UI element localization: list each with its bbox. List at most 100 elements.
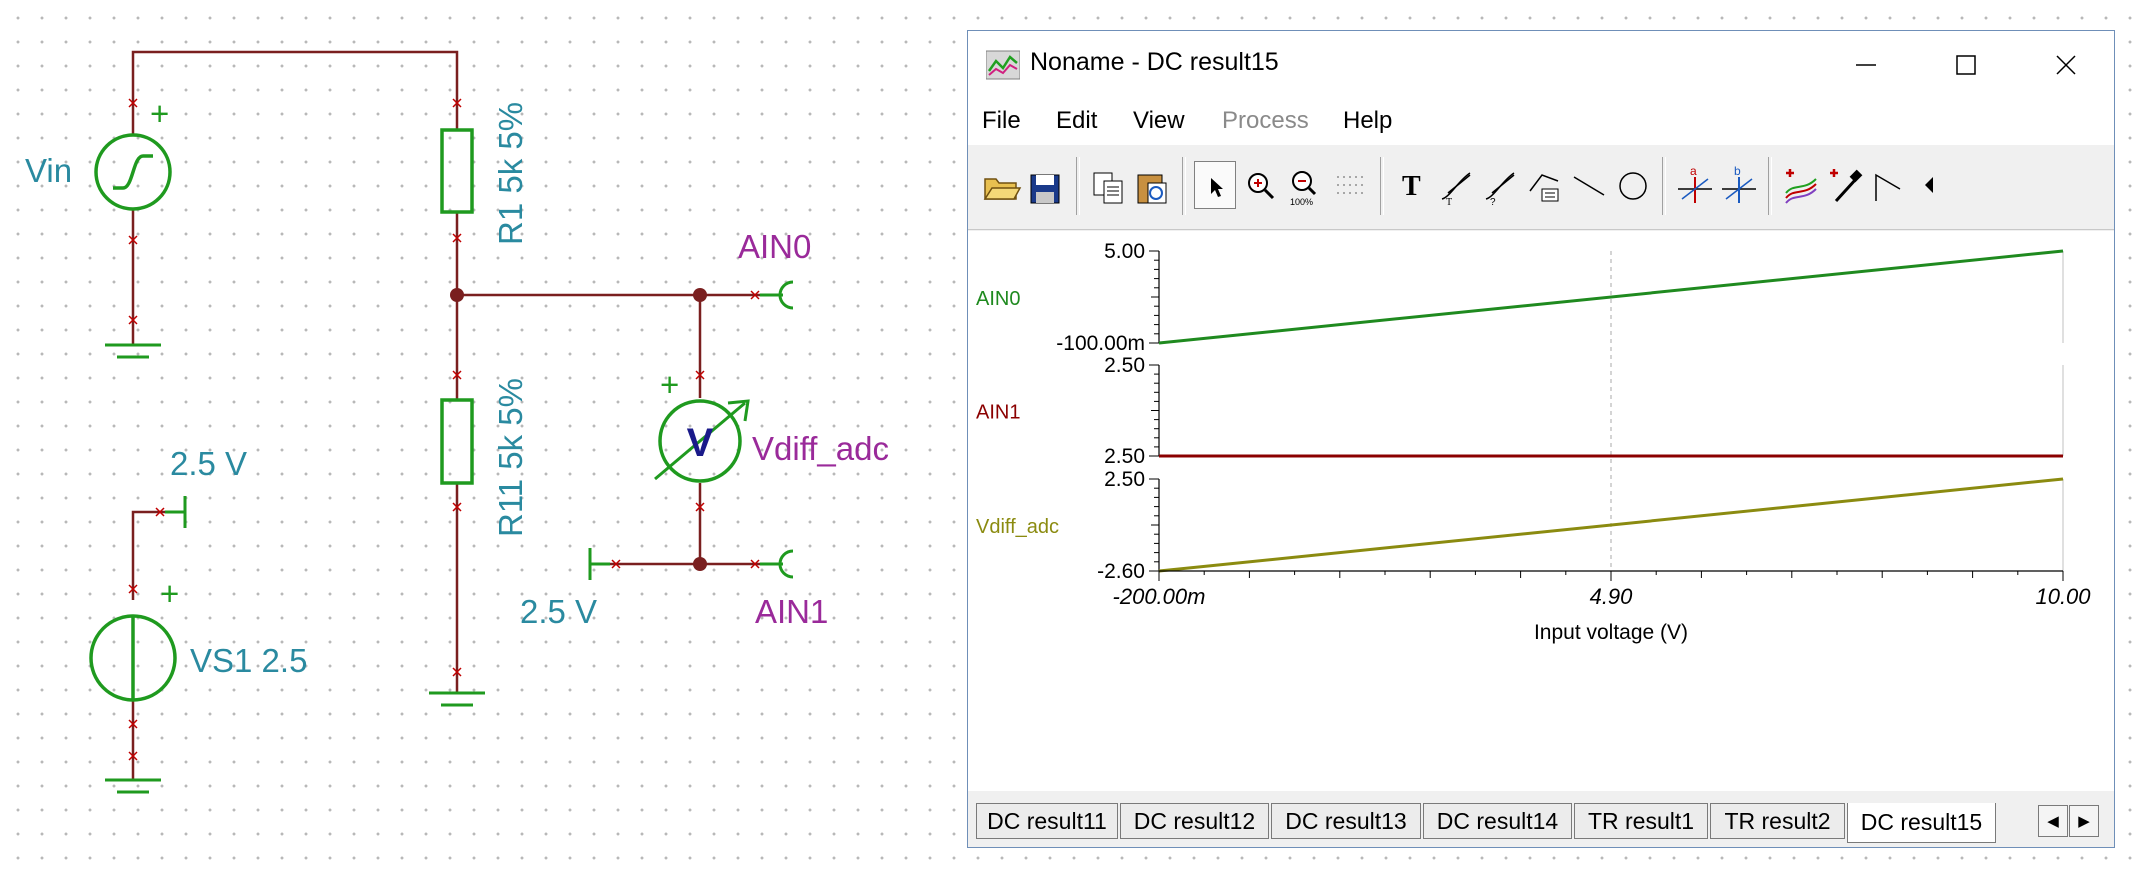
copy-icon bbox=[1093, 172, 1123, 204]
r1-resistor[interactable] bbox=[440, 128, 474, 214]
arrow-right-icon: ▶ bbox=[2078, 813, 2090, 830]
text-icon: T bbox=[1402, 171, 1421, 202]
menu-edit[interactable]: Edit bbox=[1056, 107, 1098, 134]
tab-tr-result2[interactable]: TR result2 bbox=[1710, 803, 1845, 839]
tab-dc-result15[interactable]: DC result15 bbox=[1847, 803, 1996, 843]
curve-label-icon: T bbox=[1441, 172, 1471, 208]
pointer-icon bbox=[1211, 178, 1223, 197]
toolbar-scroll-left[interactable] bbox=[1918, 161, 1940, 209]
cursor-a-button[interactable]: a bbox=[1674, 161, 1716, 209]
tab-scroll-left-button[interactable]: ◀ bbox=[2038, 805, 2068, 837]
ellipse-button[interactable] bbox=[1612, 161, 1654, 209]
ain1-terminal[interactable] bbox=[760, 549, 794, 579]
pointer-button[interactable] bbox=[1194, 161, 1236, 209]
pointer-arrow-button[interactable] bbox=[1868, 161, 1910, 209]
ground-symbol bbox=[429, 691, 485, 707]
arrow-left-icon: ◀ bbox=[2047, 813, 2059, 830]
y-tick-label: 2.50 bbox=[1104, 354, 1145, 377]
junction-dot bbox=[693, 557, 707, 571]
voltmeter-v-glyph: V bbox=[687, 421, 714, 465]
ground-symbol bbox=[105, 778, 161, 794]
text-button[interactable]: T bbox=[1392, 161, 1434, 209]
x-tick-label: -200.00m bbox=[1113, 584, 1206, 609]
dc-result-chart[interactable]: 5.00-100.00mAIN02.502.50AIN12.50-2.60Vdi… bbox=[968, 231, 2114, 791]
add-curve-button[interactable] bbox=[1780, 161, 1822, 209]
menu-bar: File Edit View Process Help bbox=[968, 99, 2114, 145]
voltmeter-symbol[interactable] bbox=[654, 399, 750, 483]
pin-markers bbox=[128, 98, 760, 761]
tab-dc-result12[interactable]: DC result12 bbox=[1120, 803, 1269, 839]
menu-help[interactable]: Help bbox=[1343, 107, 1393, 134]
y-tick-label: -2.60 bbox=[1097, 560, 1145, 583]
tab-dc-result13[interactable]: DC result13 bbox=[1271, 803, 1421, 839]
ain0-label: AIN0 bbox=[738, 228, 811, 265]
copy-button[interactable] bbox=[1088, 161, 1130, 209]
paste-button[interactable] bbox=[1132, 161, 1174, 209]
bottom-ref-label: 2.5 V bbox=[520, 593, 597, 630]
maximize-button[interactable] bbox=[1916, 31, 2016, 99]
y-tick-label: -100.00m bbox=[1056, 332, 1145, 355]
tab-dc-result11[interactable]: DC result11 bbox=[976, 803, 1118, 839]
voltmeter-label: Vdiff_adc bbox=[752, 430, 889, 467]
y-tick-label: 2.50 bbox=[1104, 445, 1145, 468]
cursor-b-button[interactable]: b bbox=[1718, 161, 1760, 209]
close-button[interactable] bbox=[2016, 31, 2116, 99]
close-icon bbox=[2056, 55, 2076, 75]
menu-file[interactable]: File bbox=[982, 107, 1021, 134]
ain0-terminal[interactable] bbox=[760, 280, 794, 310]
zoom-100-icon: 100% bbox=[1290, 171, 1317, 207]
vin-source-symbol[interactable] bbox=[94, 133, 172, 211]
svg-text:b: b bbox=[1734, 164, 1741, 178]
tab-dc-result14[interactable]: DC result14 bbox=[1423, 803, 1572, 839]
window-title: Noname - DC result15 bbox=[1030, 48, 1279, 76]
ain1-label: AIN1 bbox=[755, 593, 828, 630]
vs1-plus-sign: + bbox=[160, 575, 179, 612]
junction-dot bbox=[693, 288, 707, 302]
cursor-b-icon: b bbox=[1722, 164, 1756, 203]
toolbar: 100% T T ? a b bbox=[968, 145, 2114, 230]
minimize-button[interactable] bbox=[1816, 31, 1916, 99]
top-ref-label: 2.5 V bbox=[170, 445, 247, 482]
probe-button[interactable] bbox=[1824, 161, 1866, 209]
scroll-left-icon bbox=[1925, 177, 1933, 193]
tab-scroll-right-button[interactable]: ▶ bbox=[2069, 805, 2099, 837]
save-button[interactable] bbox=[1024, 161, 1066, 209]
pointer-arrow-icon bbox=[1875, 173, 1901, 201]
menu-view[interactable]: View bbox=[1133, 107, 1185, 134]
line-icon bbox=[1573, 176, 1605, 196]
vs1-label: VS1 2.5 bbox=[190, 642, 307, 679]
curve-label2-button[interactable]: ? bbox=[1480, 161, 1522, 209]
dc-result-window[interactable]: Noname - DC result15 File Edit View Proc… bbox=[967, 30, 2115, 848]
curve-label-button[interactable]: T bbox=[1436, 161, 1478, 209]
junction-dot bbox=[450, 288, 464, 302]
schematic-canvas[interactable]: Vin + R1 5k 5% R11 5k 5% AIN0 AIN1 V + V… bbox=[0, 0, 950, 873]
result-tabs: DC result11 DC result12 DC result13 DC r… bbox=[968, 799, 2114, 847]
zoom-100-button[interactable]: 100% bbox=[1284, 161, 1326, 209]
reference-terminal[interactable] bbox=[588, 548, 610, 580]
line-button[interactable] bbox=[1568, 161, 1610, 209]
y-tick-label: 5.00 bbox=[1104, 240, 1145, 263]
ellipse-icon bbox=[1619, 172, 1647, 200]
series-name-ain1: AIN1 bbox=[976, 402, 1020, 424]
zoom-in-icon bbox=[1248, 173, 1275, 200]
voltmeter-plus-sign: + bbox=[660, 366, 679, 403]
title-bar[interactable]: Noname - DC result15 bbox=[968, 31, 2114, 99]
svg-text:T: T bbox=[1402, 171, 1421, 202]
add-curve-icon bbox=[1785, 169, 1817, 204]
menu-process[interactable]: Process bbox=[1222, 107, 1309, 134]
y-tick-label: 2.50 bbox=[1104, 468, 1145, 491]
r11-resistor[interactable] bbox=[440, 398, 474, 485]
formula-label-button[interactable] bbox=[1524, 161, 1566, 209]
reference-terminal[interactable] bbox=[165, 496, 187, 528]
vin-label: Vin bbox=[25, 152, 72, 189]
open-button[interactable] bbox=[980, 161, 1022, 209]
vin-plus-sign: + bbox=[150, 95, 169, 132]
tab-tr-result1[interactable]: TR result1 bbox=[1574, 803, 1708, 839]
zoom-in-button[interactable] bbox=[1240, 161, 1282, 209]
grid-button[interactable] bbox=[1328, 161, 1370, 209]
svg-text:T: T bbox=[1446, 197, 1452, 208]
vs1-source-symbol[interactable] bbox=[89, 614, 177, 702]
ground-symbol bbox=[105, 343, 161, 359]
app-icon bbox=[986, 50, 1020, 80]
